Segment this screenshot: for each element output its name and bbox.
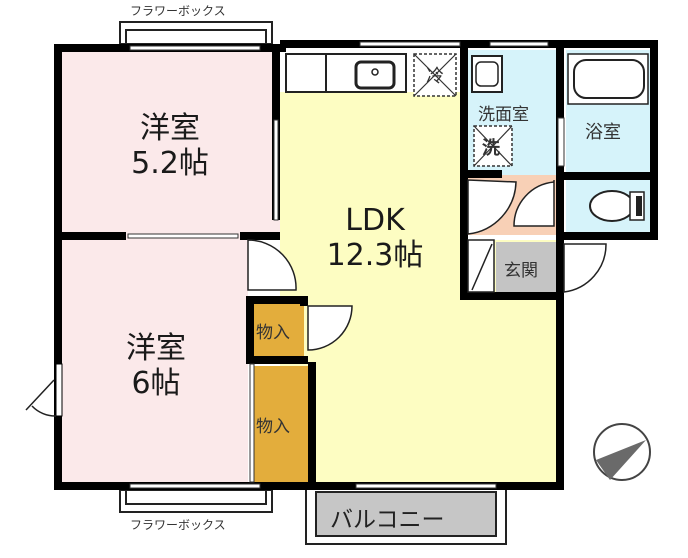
washroom-label: 洗面室 — [478, 105, 529, 125]
room-name: LDK — [345, 203, 405, 238]
entrance-label: 玄関 — [504, 261, 538, 281]
western-room-2-floor — [60, 238, 248, 484]
room-size: 5.2帖 — [131, 145, 209, 181]
entrance-floor — [496, 242, 556, 294]
toilet-icon — [589, 190, 635, 222]
western-room-1-label: 洋室 5.2帖 — [110, 111, 230, 181]
flower-box-bottom — [119, 489, 273, 513]
balcony-floor — [315, 491, 497, 537]
room-name: 洋室 — [140, 111, 200, 146]
storage-2-floor — [254, 366, 308, 484]
door-swings — [247, 179, 607, 351]
flower-box-top-label: フラワーボックス — [130, 4, 226, 18]
storage-1-label: 物入 — [256, 323, 290, 343]
room-name: 洋室 — [126, 331, 186, 366]
bathroom-label: 浴室 — [585, 122, 621, 143]
room-size: 6帖 — [131, 365, 181, 401]
compass-icon — [593, 423, 651, 481]
balcony-label: バルコニー — [330, 507, 445, 533]
western-room-2-label: 洋室 6帖 — [96, 331, 216, 401]
ldk-label: LDK 12.3帖 — [300, 203, 450, 273]
storage-2-label: 物入 — [256, 417, 290, 437]
exterior-door-swing — [25, 379, 57, 417]
washer-mark: 洗 — [482, 138, 500, 159]
storage-1-floor — [254, 300, 304, 358]
flower-box-bottom-label: フラワーボックス — [130, 518, 226, 532]
flower-box-top — [119, 21, 273, 45]
room-size: 12.3帖 — [326, 237, 424, 273]
western-room-1-floor — [60, 50, 280, 238]
fridge-mark: 冷 — [426, 66, 444, 87]
